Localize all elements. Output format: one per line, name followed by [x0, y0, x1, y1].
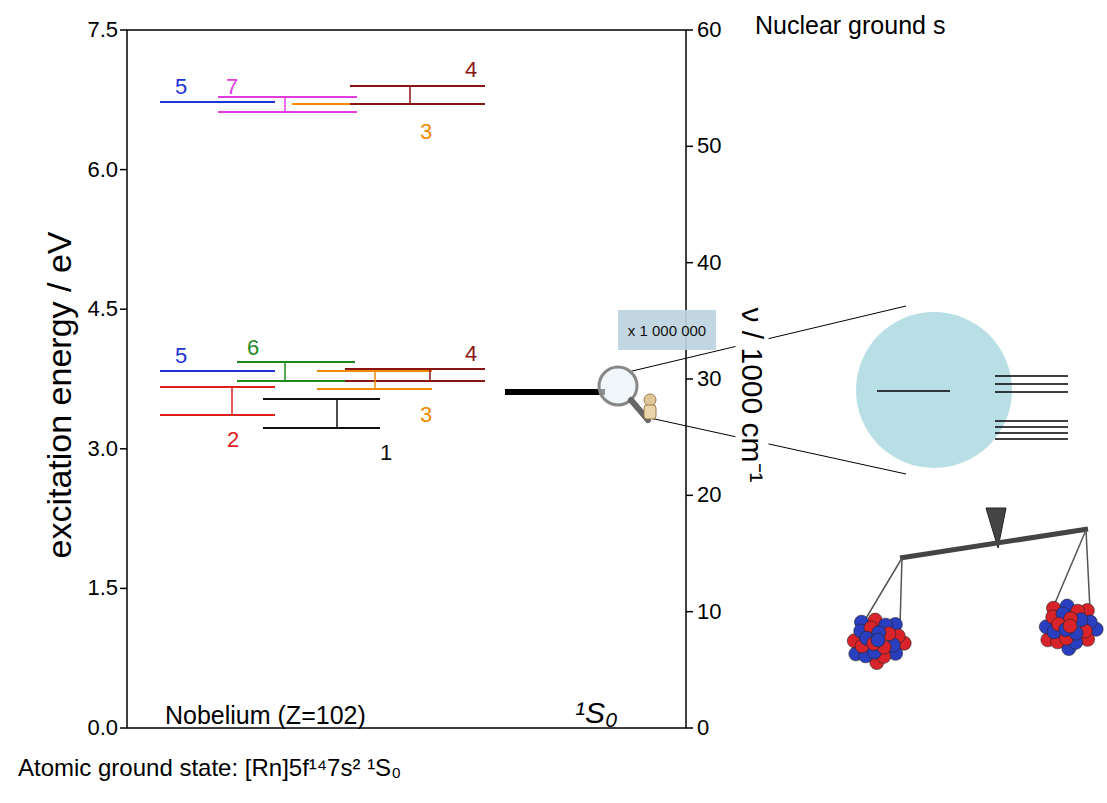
- plot-frame: [127, 30, 686, 728]
- tick-label: 7.5: [87, 18, 118, 42]
- term-symbol: ¹S₀: [575, 696, 618, 729]
- zoom-factor: x 1 000 000: [628, 322, 706, 339]
- figure-heading: Nuclear ground s: [755, 12, 945, 40]
- tick-label: 30: [697, 367, 721, 391]
- tick-label: 50: [697, 134, 721, 158]
- level-number: 6: [247, 336, 259, 360]
- level-number: 4: [465, 58, 477, 82]
- magnified-circle: [856, 312, 1068, 468]
- balance-scale: [847, 508, 1103, 670]
- energy-levels: [160, 86, 485, 428]
- axis-title: excitation energy / eV: [41, 232, 78, 559]
- tick-label: 3.0: [87, 437, 118, 461]
- tick-label: 0: [697, 716, 709, 740]
- element-name: Nobelium (Z=102): [165, 702, 366, 730]
- nuclear-level-bar: [505, 389, 605, 395]
- level-number: 2: [227, 428, 239, 452]
- tick-label: 40: [697, 251, 721, 275]
- zoom-factor-box: x 1 000 000: [618, 310, 716, 350]
- level-number: 5: [175, 75, 187, 99]
- level-number: 7: [226, 75, 238, 99]
- tick-label: 6.0: [87, 158, 118, 182]
- ground-state-note: Atomic ground state: [Rn]5f¹⁴7s² ¹S₀: [18, 755, 401, 781]
- tick-label: 10: [697, 600, 721, 624]
- tick-label: 1.5: [87, 576, 118, 600]
- axis-title: ν / 1000 cm⁻¹: [736, 303, 769, 486]
- axis-ticks: [120, 30, 693, 728]
- level-number: 3: [420, 120, 432, 144]
- level-number: 1: [380, 441, 392, 465]
- level-number: 3: [420, 403, 432, 427]
- level-number: 5: [175, 344, 187, 368]
- level-number: 4: [465, 342, 477, 366]
- tick-label: 20: [697, 483, 721, 507]
- magnifier-icon: [599, 367, 656, 420]
- tick-label: 60: [697, 18, 721, 42]
- tick-label: 4.5: [87, 297, 118, 321]
- tick-label: 0.0: [87, 716, 118, 740]
